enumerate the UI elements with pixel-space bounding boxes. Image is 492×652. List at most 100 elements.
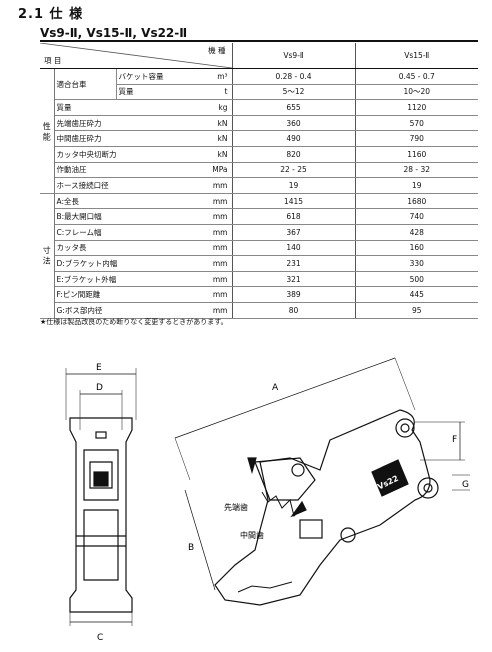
cell-vs9: 22 - 25: [231, 162, 355, 179]
product-drawing: E D C A B F G 先端歯 中間歯 Vs2: [65, 357, 470, 643]
cell-vs15: 160: [354, 240, 478, 257]
cell-vs9: 389: [231, 286, 355, 303]
row-name: E:ブラケット外幅: [54, 271, 188, 288]
side-view: [174, 357, 470, 606]
table-header-row: 機 種 項 目 Vs9-Ⅱ Vs15-Ⅱ: [40, 43, 478, 69]
row-unit: mm: [188, 286, 232, 303]
cell-vs15: 28 - 32: [354, 162, 478, 179]
dim-a-label: A: [272, 383, 279, 393]
row-name: 作動油圧: [54, 162, 188, 179]
row-name: C:フレーム幅: [54, 224, 188, 241]
row-unit: m³: [188, 68, 232, 85]
row-name: バケット容量: [116, 68, 188, 85]
header-koumoku: 項 目: [44, 56, 62, 65]
cell-vs9: 231: [231, 255, 355, 272]
title-underline: [40, 40, 478, 42]
cell-vs15: 428: [354, 224, 478, 241]
row-name: カッタ長: [54, 240, 188, 257]
spec-note: ★仕様は製品改良のため断りなく変更するときがあります。: [40, 318, 228, 326]
category-seinou: 性 能: [40, 68, 55, 194]
row-unit: mm: [188, 240, 232, 257]
cell-vs15: 95: [354, 302, 478, 319]
cell-vs9: 367: [231, 224, 355, 241]
row-name: G:ボス部内径: [54, 302, 188, 319]
row-name: A:全長: [54, 192, 188, 210]
row-name: B:最大開口幅: [54, 208, 188, 225]
row-unit: mm: [188, 271, 232, 288]
dim-d-label: D: [96, 383, 103, 393]
cell-vs9: 360: [231, 115, 355, 132]
row-unit: mm: [188, 177, 232, 194]
row-unit: t: [188, 84, 232, 101]
dim-f-label: F: [452, 435, 457, 445]
cell-vs9: 140: [231, 240, 355, 257]
cell-vs9: 19: [231, 177, 355, 194]
row-unit: kN: [188, 146, 232, 163]
row-unit: mm: [188, 192, 232, 210]
row-unit: MPa: [188, 162, 232, 179]
row-unit: kg: [188, 99, 232, 116]
cell-vs9: 618: [231, 208, 355, 225]
header-col-vs9: Vs9-Ⅱ: [231, 43, 355, 69]
row-name: ホース接続口径: [54, 177, 188, 194]
label-chukan: 中間歯: [240, 530, 264, 540]
row-unit: mm: [188, 255, 232, 272]
row-name: カッタ中央切断力: [54, 146, 188, 163]
row-unit: mm: [188, 302, 232, 319]
models-title: Vs9-Ⅱ, Vs15-Ⅱ, Vs22-Ⅱ: [40, 26, 188, 40]
section-heading: 2.1 仕 様: [18, 7, 84, 22]
row-unit: kN: [188, 115, 232, 132]
label-sentan: 先端歯: [224, 502, 248, 512]
row-name: 質量: [54, 99, 188, 116]
cell-vs9: 655: [231, 99, 355, 116]
row-name: 質量: [116, 84, 188, 101]
row-name: D:ブラケット内幅: [54, 255, 188, 272]
row-unit: mm: [188, 224, 232, 241]
cell-vs15: 19: [354, 177, 478, 194]
row-name: F:ピン間距離: [54, 286, 188, 303]
row-unit: mm: [188, 208, 232, 225]
cell-vs15: 0.45 - 0.7: [354, 68, 478, 85]
header-diagonal-cell: 機 種 項 目: [40, 43, 232, 69]
dim-b-label: B: [188, 543, 194, 553]
cell-vs15: 1160: [354, 146, 478, 163]
cell-vs9: 820: [231, 146, 355, 163]
cell-vs9: 80: [231, 302, 355, 319]
cell-vs15: 570: [354, 115, 478, 132]
cell-vs15: 1120: [354, 99, 478, 116]
row-unit: kN: [188, 130, 232, 147]
cell-vs15: 740: [354, 208, 478, 225]
group-tekigou: 適合台車: [54, 67, 117, 101]
cell-vs9: 5～12: [231, 84, 355, 101]
cell-vs15: 1680: [354, 192, 478, 210]
row-name: 先端歯圧砕力: [54, 115, 188, 132]
cell-vs15: 790: [354, 130, 478, 147]
dim-g-label: G: [462, 480, 469, 490]
cell-vs9: 321: [231, 271, 355, 288]
cell-vs15: 330: [354, 255, 478, 272]
cell-vs9: 1415: [231, 192, 355, 210]
cell-vs9: 490: [231, 130, 355, 147]
cell-vs15: 10～20: [354, 84, 478, 101]
header-kisyu: 機 種: [208, 46, 226, 55]
cell-vs15: 500: [354, 271, 478, 288]
cell-vs15: 445: [354, 286, 478, 303]
header-diagonal-line: [40, 43, 232, 68]
category-sunpou: 寸 法: [40, 192, 55, 319]
dim-c-label: C: [97, 633, 103, 643]
